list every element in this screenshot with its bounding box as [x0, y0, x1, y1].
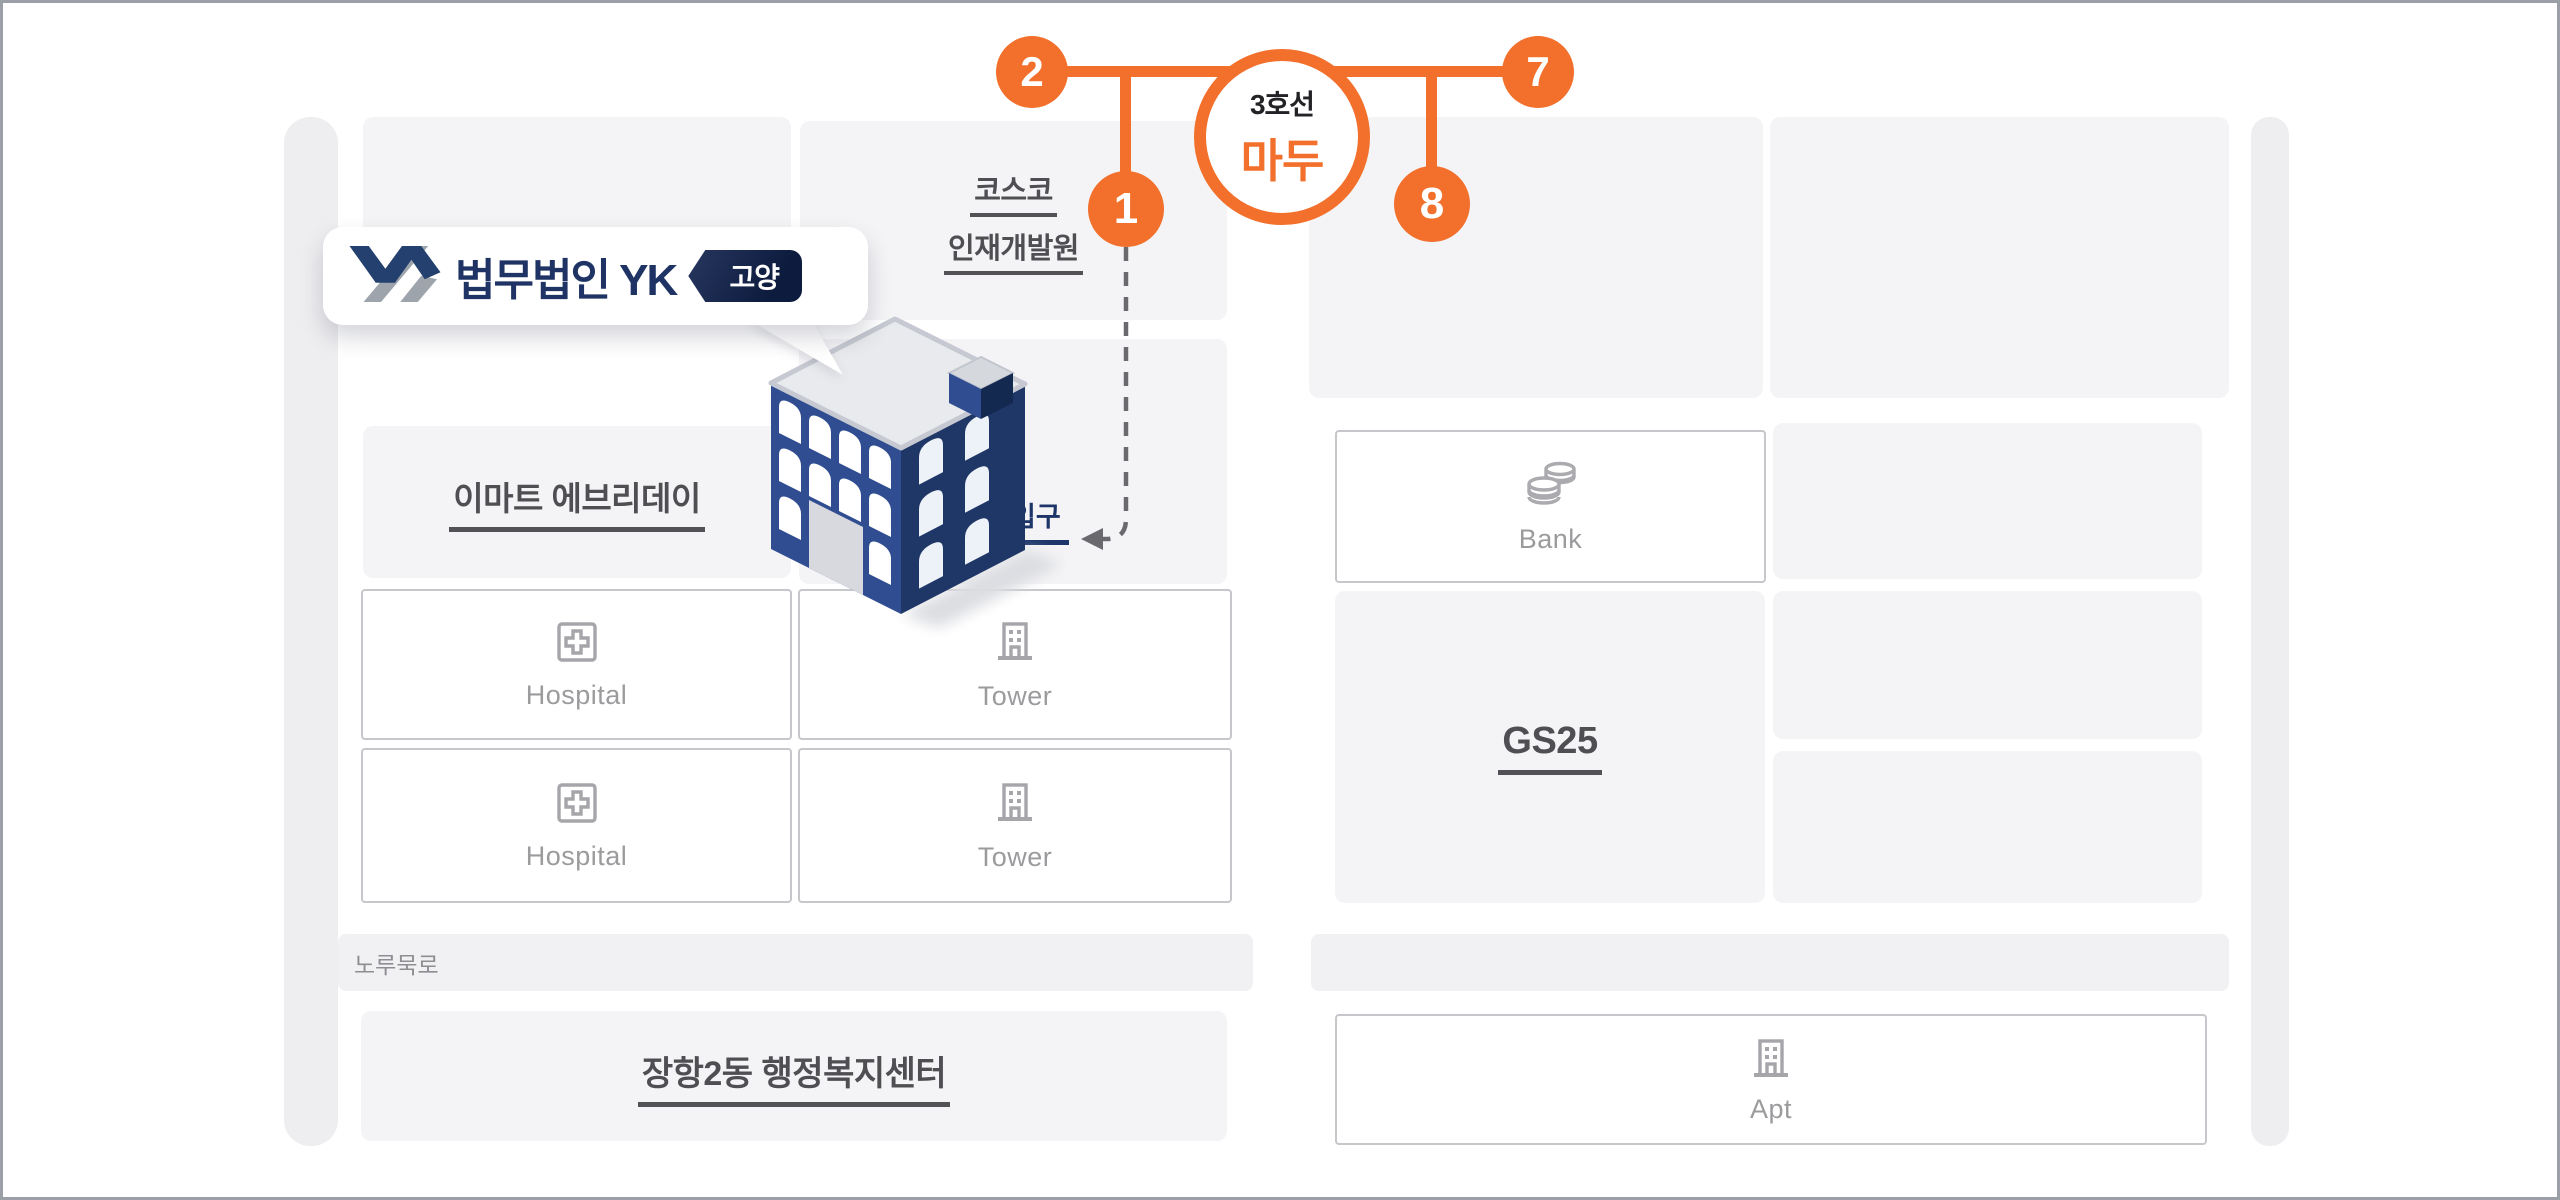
gs25-label: GS25 — [1498, 720, 1602, 775]
building-door — [809, 500, 863, 595]
apt-box: Apt — [1335, 1014, 2207, 1145]
bank-label: Bank — [1518, 523, 1583, 554]
block-gs25: GS25 — [1335, 591, 1765, 903]
bubble-tail — [747, 319, 843, 375]
exit-2-number: 2 — [1020, 48, 1044, 95]
building-left-face — [771, 383, 901, 614]
road-band-left: 노루묵로 — [338, 934, 1253, 991]
hospital-label: Hospital — [525, 679, 628, 710]
exit-7-number: 7 — [1526, 48, 1550, 95]
subway-connector-exit8 — [1426, 69, 1437, 168]
hospital-label: Hospital — [525, 840, 628, 871]
coins-icon — [1522, 459, 1580, 518]
road-band-right — [1311, 934, 2229, 991]
hospital-box-2: Hospital — [361, 748, 792, 903]
exit-2-badge: 2 — [996, 36, 1068, 108]
tower-box-1: Tower — [798, 589, 1232, 740]
block-bank-right — [1773, 423, 2202, 579]
exit-1-badge: 1 — [1088, 171, 1164, 247]
tower-label: Tower — [977, 680, 1053, 711]
apt-label: Apt — [1749, 1093, 1793, 1124]
building-shadow — [901, 550, 1063, 628]
kosco-label-line2: 인재개발원 — [944, 225, 1083, 275]
exit-7-badge: 7 — [1502, 36, 1574, 108]
tower-label: Tower — [977, 841, 1053, 872]
yk-logo-mark-icon — [349, 239, 441, 314]
kosco-label-line1: 코스코 — [970, 167, 1057, 217]
block-emart: 이마트 에브리데이 — [363, 426, 791, 578]
map-edge-right — [2251, 117, 2289, 1146]
tower-icon — [991, 779, 1039, 832]
block-top-right-2 — [1770, 117, 2229, 398]
subway-connector-exit1 — [1120, 69, 1131, 173]
block-community-center: 장항2동 행정복지센터 — [361, 1011, 1227, 1141]
bank-box: Bank — [1335, 430, 1766, 583]
block-gs25-right-1 — [1773, 591, 2202, 739]
walking-route-dashed-line — [1081, 247, 1129, 550]
hospital-box-1: Hospital — [361, 589, 792, 740]
firm-name: 법무법인 YK — [455, 256, 678, 305]
apt-icon — [1747, 1035, 1795, 1088]
road-name-label: 노루묵로 — [354, 951, 439, 978]
tower-icon — [991, 618, 1039, 671]
subway-line-number: 3호선 — [1249, 89, 1315, 120]
exit-1-number: 1 — [1113, 184, 1139, 233]
block-top-right-1 — [1309, 117, 1763, 398]
rooftop-unit — [946, 355, 1016, 419]
community-center-label: 장항2동 행정복지센터 — [637, 1046, 951, 1107]
yk-logo-bubble: 법무법인 YK 고양 — [323, 227, 868, 325]
branch-badge: 고양 — [688, 250, 803, 302]
tower-box-2: Tower — [798, 748, 1232, 903]
hospital-icon — [554, 780, 600, 831]
exit-8-badge: 8 — [1394, 166, 1470, 242]
subway-station-badge: 3호선 마두 — [1194, 49, 1370, 225]
exit-8-number: 8 — [1419, 179, 1445, 228]
yk-office-building — [768, 316, 1063, 628]
hospital-icon — [554, 619, 600, 670]
emart-label: 이마트 에브리데이 — [449, 472, 705, 532]
subway-station-name: 마두 — [1240, 135, 1325, 187]
block-gs25-right-2 — [1773, 751, 2202, 903]
route-arrow-icon — [1081, 528, 1103, 550]
